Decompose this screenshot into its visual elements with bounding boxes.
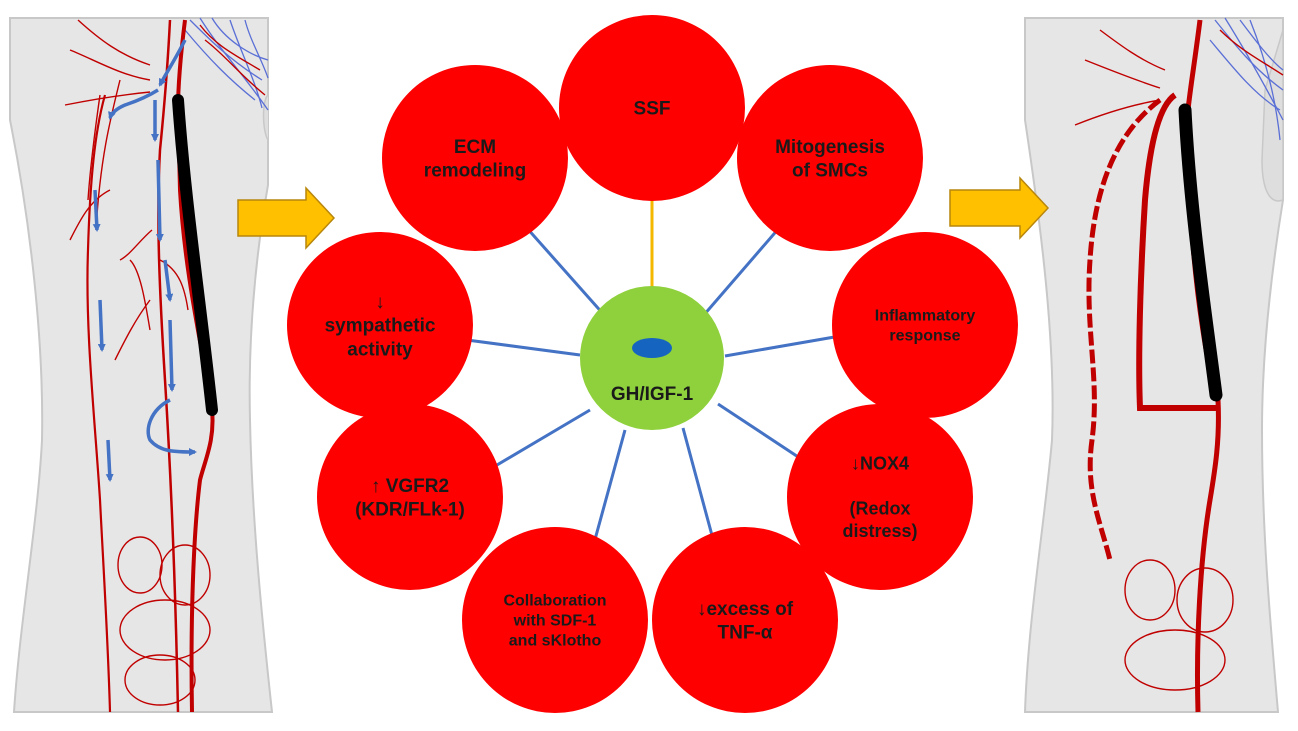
right-collateral-bypass [1136,92,1218,411]
node-label-ssf-line-0: SSF [634,99,671,120]
node-label-vgfr2-line-1: (KDR/FLk-1) [355,500,465,521]
connector-sympathetic [450,334,581,357]
node-circle-sympathetic [287,232,473,418]
node-circle-ssf [559,15,745,201]
node-label-mitogenesis-line-1: of SMCs [792,161,868,182]
node-label-sympathetic-line-2: activity [347,339,413,360]
right-small-arteries [1074,29,1284,691]
node-circle-inflammatory [832,232,1018,418]
node-label-mitogenesis-line-0: Mitogenesis [775,137,885,158]
node-circle-tnf [652,527,838,713]
node-label-ecm-line-1: remodeling [424,161,526,182]
node-ssf: SSF [559,15,745,201]
node-mitogenesis: Mitogenesis of SMCs [737,65,923,251]
node-sdf: Collaboration with SDF-1 and sKlotho [462,527,648,713]
node-label-nox4-line-2: (Redox [849,499,910,519]
center-dot [632,338,672,358]
right-leg-illustration [1023,17,1284,713]
connector-inflammatory [724,331,848,358]
left-collateral-flow [92,39,197,482]
node-label-tnf-line-1: TNF-α [718,623,773,644]
node-label-sympathetic-line-1: sympathetic [325,316,436,337]
left-vein-network [184,17,269,111]
left-collateral-artery [157,19,180,713]
node-label-nox4-line-0: ↓NOX4 [851,454,909,474]
left-occlusion [172,94,218,416]
node-ecm: ECM remodeling [382,65,568,251]
right-transition-arrow [949,176,1050,240]
node-circle-vgfr2 [317,404,503,590]
right-lateral-collateral [1086,98,1162,561]
node-circle-sdf [462,527,648,713]
right-occlusion [1178,103,1223,402]
right-leg-outline [1023,17,1284,713]
left-small-arteries [64,19,266,706]
node-label-inflammatory-line-0: Inflammatory [875,308,976,325]
right-vein-network [1209,17,1284,141]
node-vgfr2: ↑ VGFR2 (KDR/FLk-1) [317,404,503,590]
node-circle-mitogenesis [737,65,923,251]
node-label-sdf-line-2: and sKlotho [509,633,602,650]
node-circle-nox4 [787,404,973,590]
node-label-sympathetic-line-0: ↓ [375,292,385,313]
left-leg-illustration [9,17,274,713]
center-label: GH/IGF-1 [611,384,694,405]
node-label-vgfr2-line-0: ↑ VGFR2 [371,476,449,497]
connector-ecm [516,216,607,317]
node-inflammatory: Inflammatory response [832,232,1018,418]
center-node: GH/IGF-1 [580,286,724,430]
node-label-sdf-line-1: with SDF-1 [513,613,597,630]
node-label-sdf-line-0: Collaboration [503,593,606,610]
left-leg-outline [9,17,274,713]
left-lateral-artery [86,94,112,713]
left-transition-arrow [237,186,336,250]
connector-arrows [450,183,848,567]
node-circle-ecm [382,65,568,251]
connector-mitogenesis [701,218,788,317]
node-tnf: ↓excess of TNF-α [652,527,838,713]
node-label-nox4-line-3: distress) [842,521,917,541]
node-label-ecm-line-0: ECM [454,137,496,158]
node-label-inflammatory-line-1: response [889,328,960,345]
node-label-tnf-line-0: ↓excess of [697,599,794,620]
